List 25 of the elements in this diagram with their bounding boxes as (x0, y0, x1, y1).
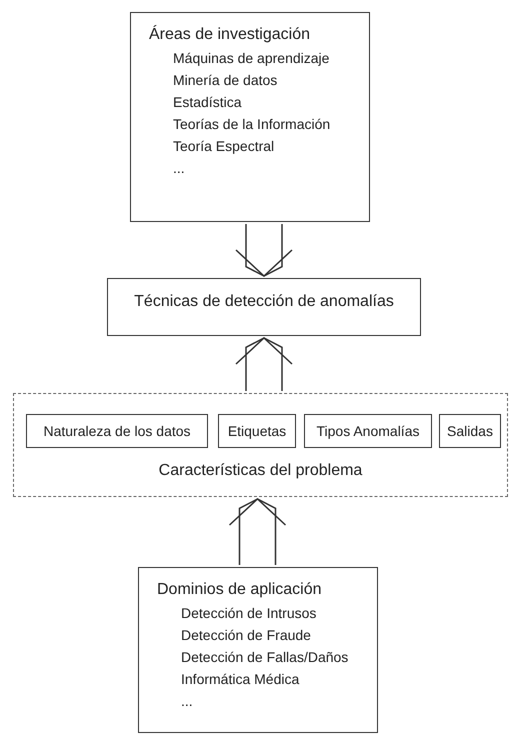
feature-box: Tipos Anomalías (304, 414, 432, 448)
list-item: Detección de Fallas/Daños (180, 648, 350, 667)
list-item: Teorías de la Información (172, 115, 332, 134)
list-item: ... (172, 159, 186, 178)
list-item: Teoría Espectral (172, 137, 276, 156)
feature-box: Salidas (439, 414, 501, 448)
category-box (138, 567, 378, 733)
list-item: Detección de Intrusos (180, 604, 318, 623)
list-item: Informática Médica (180, 670, 300, 689)
block-arrow (228, 498, 286, 566)
process-box: Técnicas de detección de anomalías (107, 278, 421, 336)
list-item: Estadística (172, 93, 242, 112)
list-item: Máquinas de aprendizaje (172, 49, 330, 68)
category-box (130, 12, 370, 222)
list-item: Detección de Fraude (180, 626, 312, 645)
list-item: ... (180, 692, 194, 711)
group-label: Características del problema (158, 462, 362, 479)
list-heading: Dominios de aplicación (157, 580, 323, 600)
feature-box: Naturaleza de los datos (26, 414, 208, 448)
block-arrow (235, 223, 293, 277)
group-band (13, 393, 508, 497)
block-arrow (235, 337, 293, 392)
list-heading: Áreas de investigación (149, 24, 311, 45)
feature-box: Etiquetas (218, 414, 296, 448)
list-item: Minería de datos (172, 71, 278, 90)
